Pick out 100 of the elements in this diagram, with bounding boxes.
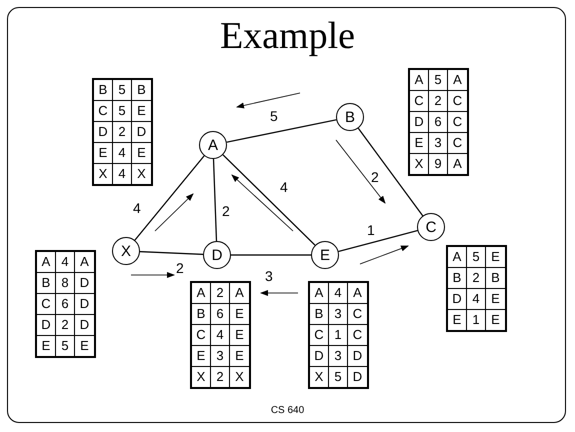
table-cell: 4 xyxy=(211,325,230,346)
table-cell: 5 xyxy=(429,70,448,91)
table-cell: 5 xyxy=(113,101,132,122)
table-cell: 5 xyxy=(56,336,75,356)
router-circle: A xyxy=(199,131,227,159)
table-cell: 4 xyxy=(113,164,132,184)
table-cell: E xyxy=(94,143,113,164)
table-cell: 3 xyxy=(329,346,348,367)
table-cell: A xyxy=(310,283,329,304)
table-cell: E xyxy=(448,310,467,330)
table-cell: E xyxy=(132,143,151,164)
table-cell: E xyxy=(192,346,211,367)
table-cell: E xyxy=(486,289,505,310)
table-cell: C xyxy=(192,325,211,346)
table-cell: B xyxy=(37,273,56,294)
table-cell: 5 xyxy=(467,247,486,268)
table-cell: X xyxy=(94,164,113,184)
edge-label: 1 xyxy=(367,222,375,238)
router-circle: B xyxy=(336,103,364,131)
table-cell: C xyxy=(94,101,113,122)
table-cell: 4 xyxy=(467,289,486,310)
table-cell: D xyxy=(37,315,56,336)
table-cell-text: X xyxy=(234,368,245,386)
table-cell: A xyxy=(348,283,367,304)
table-cell: D xyxy=(75,294,94,315)
slide-title: Example xyxy=(218,14,356,58)
edge-label: 2 xyxy=(176,260,184,276)
table-cell: B xyxy=(94,80,113,101)
link-line xyxy=(212,158,218,242)
table-cell-text: A xyxy=(452,155,463,173)
table-cell: 2 xyxy=(429,91,448,112)
table-cell: C xyxy=(448,133,467,154)
table-cell: B xyxy=(486,268,505,289)
edge-label: 4 xyxy=(133,200,141,216)
table-cell: E xyxy=(132,101,151,122)
edge-label: 2 xyxy=(371,169,379,185)
table-cell: B xyxy=(310,304,329,325)
table-cell: 6 xyxy=(429,112,448,133)
router-circle: C xyxy=(417,213,445,241)
table-cell: 3 xyxy=(329,304,348,325)
table-cell: D xyxy=(448,289,467,310)
link-line xyxy=(134,155,205,241)
table-cell: E xyxy=(230,346,249,367)
link-line xyxy=(140,251,204,255)
table-cell: 2 xyxy=(56,315,75,336)
table-cell: A xyxy=(448,247,467,268)
table-cell-text: D xyxy=(352,368,364,386)
table-cell: E xyxy=(37,336,56,356)
table-cell-text: E xyxy=(490,311,501,329)
table-cell: C xyxy=(448,112,467,133)
table-cell: 6 xyxy=(56,294,75,315)
table-cell: X xyxy=(410,154,429,174)
table-cell: B xyxy=(132,80,151,101)
table-cell: A xyxy=(230,283,249,304)
table-cell: D xyxy=(348,346,367,367)
router-circle: D xyxy=(203,241,231,269)
table-cell: 6 xyxy=(211,304,230,325)
edge-label: 4 xyxy=(280,179,288,195)
link-line xyxy=(358,128,424,216)
table-cell: E xyxy=(230,325,249,346)
table-cell: A xyxy=(448,70,467,91)
table-cell: C xyxy=(448,91,467,112)
table-cell: C xyxy=(310,325,329,346)
table-cell: E xyxy=(410,133,429,154)
table-cell: X xyxy=(192,367,211,387)
table-cell: 2 xyxy=(467,268,486,289)
table-cell: B xyxy=(192,304,211,325)
table-cell: D xyxy=(75,315,94,336)
table-cell: 2 xyxy=(211,367,230,387)
table-cell-text: E xyxy=(79,337,90,355)
table-cell: A xyxy=(192,283,211,304)
table-cell: A xyxy=(410,70,429,91)
router-circle: E xyxy=(311,241,339,269)
table-cell: C xyxy=(348,304,367,325)
table-cell: D xyxy=(75,273,94,294)
table-cell: C xyxy=(37,294,56,315)
table-cell: D xyxy=(94,122,113,143)
table-cell: D xyxy=(310,346,329,367)
table-cell: E xyxy=(486,247,505,268)
edge-label: 2 xyxy=(222,203,230,219)
table-cell: 5 xyxy=(329,367,348,387)
table-cell: 4 xyxy=(56,252,75,273)
table-cell: 3 xyxy=(211,346,230,367)
table-cell: C xyxy=(348,325,367,346)
router-circle: X xyxy=(112,237,140,265)
table-cell: E xyxy=(230,304,249,325)
table-cell: 1 xyxy=(329,325,348,346)
table-cell: D xyxy=(132,122,151,143)
link-line xyxy=(231,254,311,256)
table-cell: 2 xyxy=(211,283,230,304)
table-cell: B xyxy=(448,268,467,289)
edge-label: 3 xyxy=(265,268,273,284)
table-cell: 4 xyxy=(113,143,132,164)
footer-text: CS 640 xyxy=(270,405,306,416)
table-cell: 5 xyxy=(113,80,132,101)
table-cell: X xyxy=(310,367,329,387)
table-cell: 2 xyxy=(113,122,132,143)
table-cell: A xyxy=(37,252,56,273)
link-line xyxy=(338,230,418,252)
table-cell-text: X xyxy=(136,165,147,183)
